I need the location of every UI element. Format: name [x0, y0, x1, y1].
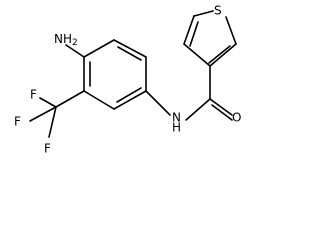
bond-c-nh — [145, 90, 171, 116]
bond-benzene-2 — [113, 39, 147, 58]
carbonyl-o-label: O — [232, 111, 241, 125]
bond-thiophene-2 — [183, 15, 195, 45]
bond-benzene-inner-2 — [116, 87, 142, 103]
benzene-ring — [83, 39, 147, 110]
fluorine-label-left: F — [14, 115, 21, 129]
bond-c-nh2 — [65, 44, 85, 58]
fluorine-label-top: F — [30, 88, 37, 102]
amino-label: NH2 — [54, 32, 78, 48]
atom-labels: NH2 N H O S F F F — [14, 4, 241, 156]
bond-nh-co — [185, 98, 211, 121]
bond-cf3-f-left — [29, 106, 57, 122]
bond-co-double-b — [211, 104, 233, 121]
chemical-structure-diagram: NH2 N H O S F F F — [14, 3, 242, 156]
bond-benzene-5 — [83, 90, 115, 110]
amino-subscript: 2 — [72, 38, 78, 48]
bond-thiophene-inner-2 — [208, 45, 231, 64]
bond-cf3-f-bottom — [48, 106, 57, 138]
amide-h-label: H — [172, 121, 181, 135]
bond-cf3-f-top — [39, 97, 57, 108]
bond-benzene-1 — [83, 39, 115, 58]
amide-n-label: N — [172, 111, 181, 125]
bond-c-cf3 — [55, 90, 85, 108]
thiophene-s-label: S — [214, 4, 222, 18]
molecule-svg: NH2 N H O S F F F — [14, 4, 241, 156]
bond-thiophene-1 — [183, 43, 211, 67]
bond-thiophene-inner-1 — [189, 21, 199, 47]
bond-benzene-4 — [113, 90, 147, 110]
bond-co-double-a — [209, 98, 233, 116]
bond-thiophene-4 — [225, 16, 237, 45]
substituent-bonds — [29, 44, 233, 138]
amino-nh-text: NH — [54, 32, 72, 46]
bond-thiophene-3 — [193, 10, 214, 17]
thiophene-ring — [183, 10, 237, 67]
bond-benzene-inner-1 — [117, 46, 142, 61]
bond-thiophene-5 — [209, 43, 237, 67]
fluorine-label-bottom: F — [44, 142, 51, 156]
